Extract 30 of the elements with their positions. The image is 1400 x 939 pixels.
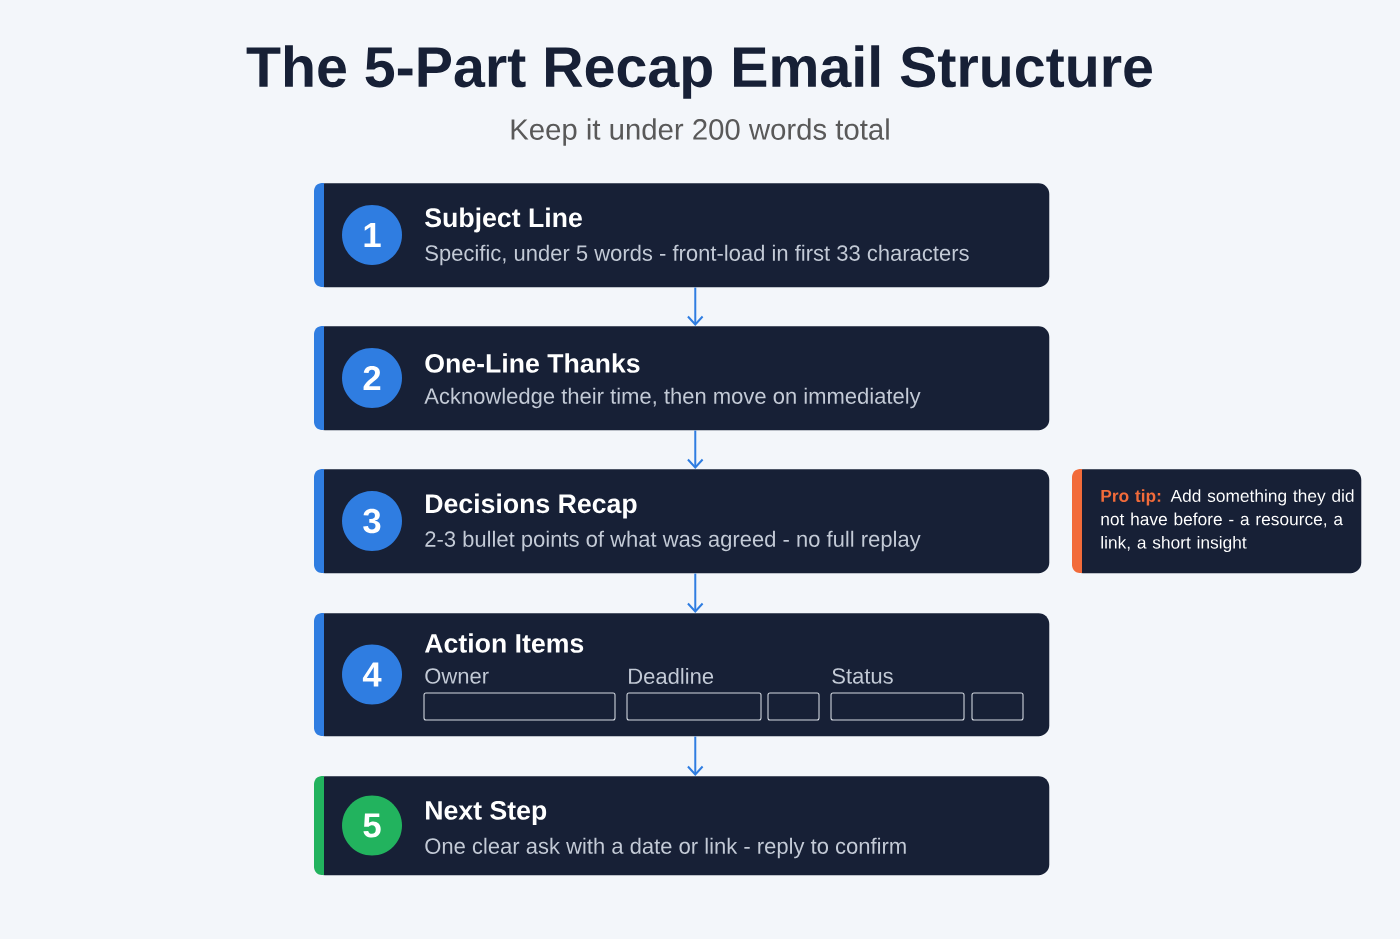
step-description: Acknowledge their time, then move on immediately — [424, 387, 921, 409]
arrow — [686, 735, 704, 776]
arrow — [686, 429, 704, 469]
number-badge: 3 — [342, 491, 402, 551]
step-card — [314, 183, 1050, 288]
column-label: Deadline — [629, 667, 714, 685]
arrow — [686, 572, 704, 613]
step-card — [314, 776, 1050, 876]
step-heading: Subject Line — [425, 207, 582, 233]
title: The 5-Part Recap Email Structure — [246, 45, 1152, 99]
column-label: Owner — [425, 668, 489, 684]
step-description: One clear ask with a date or link - reply to confirm — [425, 837, 906, 859]
step-card — [314, 469, 1050, 574]
step-heading: Decisions Recap — [426, 493, 637, 519]
number-badge: 2 — [342, 348, 402, 408]
column-label: Status — [832, 668, 893, 684]
step-heading: Next Step — [426, 800, 547, 826]
step-card — [314, 326, 1050, 431]
arrow — [686, 286, 704, 326]
step-heading: One-Line Thanks — [425, 353, 640, 373]
number-badge: 4 — [342, 644, 402, 705]
step-heading: Action Items — [424, 633, 584, 653]
tip-text: Pro tip: Add something they did not have before - a resource, a link, a short insight — [1101, 489, 1354, 553]
tip-card — [1072, 469, 1362, 574]
subtitle: Keep it under 200 words total — [511, 118, 889, 146]
number-badge: 1 — [342, 205, 402, 265]
step-description: Specific, under 5 words - front-load in first 33 characters — [425, 244, 969, 266]
step-description: 2-3 bullet points of what was agreed - no full replay — [425, 530, 921, 552]
number-badge: 5 — [342, 795, 402, 856]
step-card — [314, 613, 1050, 737]
